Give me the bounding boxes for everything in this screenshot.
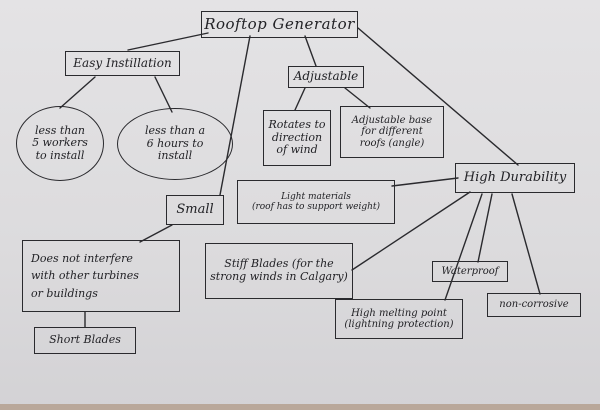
waterproof-node: Waterproof [432,261,508,282]
link-adjustable-base [344,87,371,109]
link-root-adjustable [304,35,317,67]
adjustable-node: Adjustable [288,66,364,88]
root-node: Rooftop Generator [201,11,358,38]
adjustable-base-node: Adjustable base for different roofs (ang… [340,106,444,158]
link-adjustable-rotates [294,87,306,111]
link-durability-non-corrosive [511,193,541,295]
link-easy-five-workers [59,76,96,109]
link-root-small [219,35,251,196]
link-easy-six-hours [154,76,173,113]
link-durability-light-materials [391,177,459,187]
link-durability-high-melting [444,193,483,301]
link-small-does-not-interfere [139,224,173,243]
high-melting-point-node: High melting point (lightning protection… [335,299,463,339]
link-durability-stiff-blades [351,191,471,271]
small-node: Small [166,195,224,225]
paper-edge [0,404,600,410]
light-materials-node: Light materials (roof has to support wei… [237,180,395,224]
high-durability-node: High Durability [455,163,575,193]
does-not-interfere-node: Does not interfere with other turbines o… [22,240,180,312]
less-than-6-hours-node: less than a 6 hours to install [117,108,233,180]
short-blades-node: Short Blades [34,327,136,354]
link-root-high-durability [357,27,519,166]
stiff-blades-node: Stiff Blades (for the strong winds in Ca… [205,243,353,299]
easy-installation-node: Easy Instillation [65,51,180,76]
non-corrosive-node: non-corrosive [487,293,581,317]
link-durability-waterproof [477,193,493,263]
link-root-easy-installation [127,32,209,51]
rotates-to-wind-node: Rotates to direction of wind [263,110,331,166]
less-than-5-workers-node: less than 5 workers to install [16,106,104,181]
